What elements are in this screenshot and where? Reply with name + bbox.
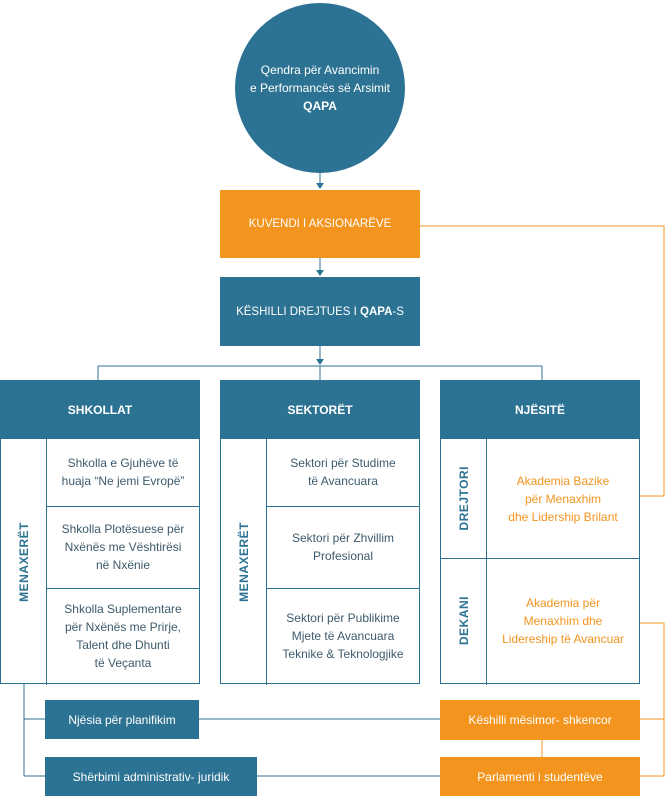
keshilli-mesimor-box: Këshilli mësimor- shkencor [440,700,640,740]
keshilli-drejtues-box: KËSHILLI DREJTUES I QAPA-S [220,277,420,346]
njesite-header: NJËSITË [441,381,639,439]
center-line-3: QAPA [303,99,337,113]
center-line-1: Qendra për Avancimin [260,63,380,77]
center-line-2: e Performancës së Arsimit [249,81,391,95]
dekani-side: DEKANI [441,559,486,683]
parlamenti-studenteve-box: Parlamenti i studentëve [440,757,640,796]
shkollat-side: MENAXERËT [1,439,46,685]
shkollat-header: SHKOLLAT [1,381,199,439]
qapa-center-circle: Qendra për Avancimin e Performancës së A… [235,3,405,173]
sherbimi-administrativ-box: Shërbimi administrativ- juridik [45,757,257,796]
kuvendi-label: KUVENDI I AKSIONARËVE [248,218,392,230]
drejtori-side: DREJTORI [441,439,486,558]
drejtori-label: DREJTORI [456,466,471,531]
sektoret-side: MENAXERËT [221,439,266,685]
menaxeret-label: MENAXERËT [236,522,251,602]
sektoret-header: SEKTORËT [221,381,419,439]
kuvendi-box: KUVENDI I AKSIONARËVE [220,190,420,258]
keshilli-label: KËSHILLI DREJTUES I QAPA-S [236,305,404,318]
njesia-planifikim-box: Njësia për planifikim [45,700,199,739]
menaxeret-label: MENAXERËT [16,522,31,602]
dekani-label: DEKANI [456,596,471,646]
